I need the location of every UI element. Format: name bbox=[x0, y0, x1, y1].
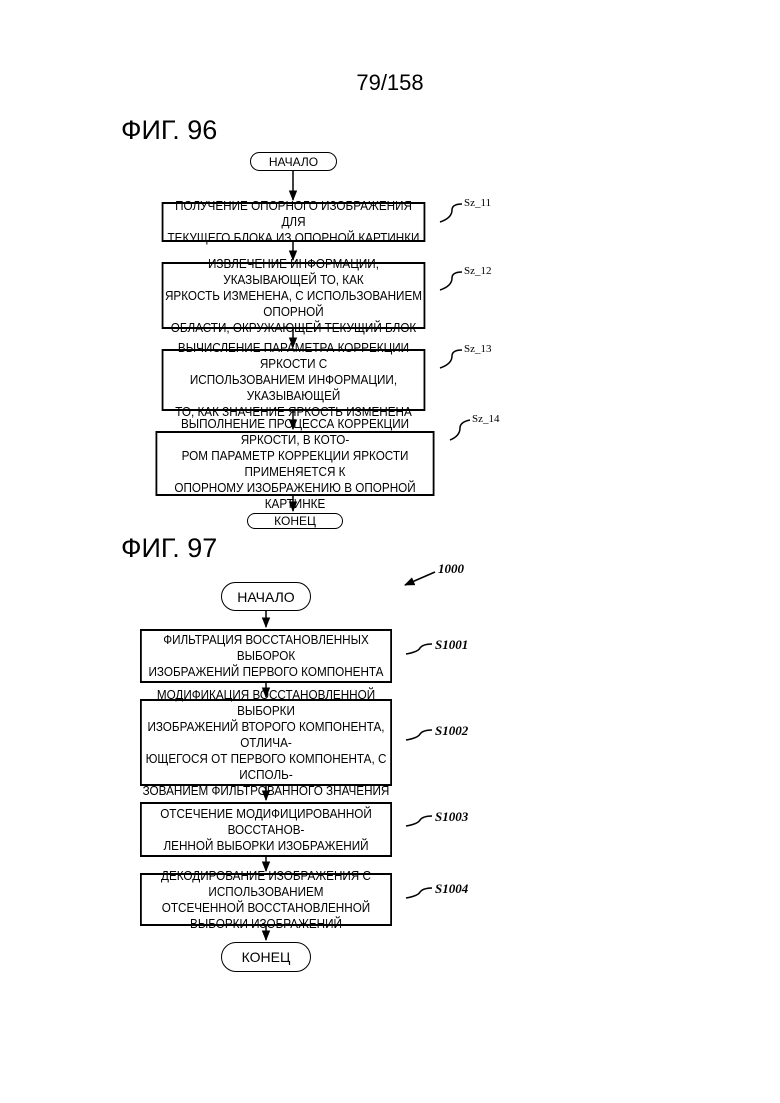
leader-sz14 bbox=[450, 420, 470, 440]
fig97-label-s1002: S1002 bbox=[435, 723, 468, 739]
fig96-end-terminal: КОНЕЦ bbox=[247, 513, 343, 529]
fig97-step-s1001-text: ФИЛЬТРАЦИЯ ВОССТАНОВЛЕННЫХ ВЫБОРОК ИЗОБР… bbox=[142, 632, 390, 680]
leader-sz13 bbox=[440, 350, 462, 368]
fig97-step-s1004: ДЕКОДИРОВАНИЕ ИЗОБРАЖЕНИЯ С ИСПОЛЬЗОВАНИ… bbox=[140, 873, 392, 926]
fig97-step-s1003: ОТСЕЧЕНИЕ МОДИФИЦИРОВАННОЙ ВОССТАНОВ- ЛЕ… bbox=[140, 802, 392, 857]
fig96-step-sz12: ИЗВЛЕЧЕНИЕ ИНФОРМАЦИИ, УКАЗЫВАЮЩЕЙ ТО, К… bbox=[162, 262, 426, 329]
fig96-step-sz13-text: ВЫЧИСЛЕНИЕ ПАРАМЕТРА КОРРЕКЦИИ ЯРКОСТИ С… bbox=[163, 340, 423, 420]
fig96-step-sz13: ВЫЧИСЛЕНИЕ ПАРАМЕТРА КОРРЕКЦИИ ЯРКОСТИ С… bbox=[162, 349, 426, 411]
fig97-step-s1004-text: ДЕКОДИРОВАНИЕ ИЗОБРАЖЕНИЯ С ИСПОЛЬЗОВАНИ… bbox=[142, 868, 390, 932]
leader-sz12 bbox=[440, 272, 462, 290]
fig96-step-sz11: ПОЛУЧЕНИЕ ОПОРНОГО ИЗОБРАЖЕНИЯ ДЛЯ ТЕКУЩ… bbox=[162, 202, 426, 242]
fig97-step-s1001: ФИЛЬТРАЦИЯ ВОССТАНОВЛЕННЫХ ВЫБОРОК ИЗОБР… bbox=[140, 629, 392, 683]
leader-sz11 bbox=[440, 204, 462, 222]
fig96-end-label: КОНЕЦ bbox=[274, 514, 316, 528]
fig97-label-s1003: S1003 bbox=[435, 809, 468, 825]
fig97-end-terminal: КОНЕЦ bbox=[221, 942, 311, 972]
fig97-label-s1001: S1001 bbox=[435, 637, 468, 653]
fig97-step-s1003-text: ОТСЕЧЕНИЕ МОДИФИЦИРОВАННОЙ ВОССТАНОВ- ЛЕ… bbox=[142, 806, 390, 854]
fig96-step-sz14: ВЫПОЛНЕНИЕ ПРОЦЕССА КОРРЕКЦИИ ЯРКОСТИ, В… bbox=[156, 431, 435, 496]
fig96-title: ФИГ. 96 bbox=[121, 115, 217, 146]
fig97-title: ФИГ. 97 bbox=[121, 533, 217, 564]
ref-1000-arrow bbox=[405, 572, 435, 585]
fig97-step-s1002: МОДИФИКАЦИЯ ВОССТАНОВЛЕННОЙ ВЫБОРКИ ИЗОБ… bbox=[140, 699, 392, 786]
fig97-step-s1002-text: МОДИФИКАЦИЯ ВОССТАНОВЛЕННОЙ ВЫБОРКИ ИЗОБ… bbox=[142, 687, 390, 799]
leader-s1001 bbox=[406, 644, 432, 654]
fig96-step-sz11-text: ПОЛУЧЕНИЕ ОПОРНОГО ИЗОБРАЖЕНИЯ ДЛЯ ТЕКУЩ… bbox=[163, 198, 423, 246]
fig96-label-sz13: Sz_13 bbox=[464, 343, 492, 355]
fig97-start-terminal: НАЧАЛО bbox=[221, 582, 311, 611]
leader-s1004 bbox=[406, 888, 432, 898]
fig96-step-sz14-text: ВЫПОЛНЕНИЕ ПРОЦЕССА КОРРЕКЦИИ ЯРКОСТИ, В… bbox=[157, 416, 432, 512]
fig96-start-terminal: НАЧАЛО bbox=[250, 152, 337, 171]
fig97-label-s1004: S1004 bbox=[435, 881, 468, 897]
fig97-reference-number: 1000 bbox=[438, 561, 464, 577]
fig96-start-label: НАЧАЛО bbox=[269, 155, 318, 169]
fig97-start-label: НАЧАЛО bbox=[237, 589, 294, 605]
fig96-label-sz14: Sz_14 bbox=[472, 413, 500, 425]
leader-s1002 bbox=[406, 730, 432, 740]
leader-s1003 bbox=[406, 816, 432, 826]
fig96-label-sz11: Sz_11 bbox=[464, 197, 491, 209]
fig96-label-sz12: Sz_12 bbox=[464, 265, 492, 277]
fig96-step-sz12-text: ИЗВЛЕЧЕНИЕ ИНФОРМАЦИИ, УКАЗЫВАЮЩЕЙ ТО, К… bbox=[163, 256, 423, 336]
fig97-end-label: КОНЕЦ bbox=[242, 949, 291, 965]
